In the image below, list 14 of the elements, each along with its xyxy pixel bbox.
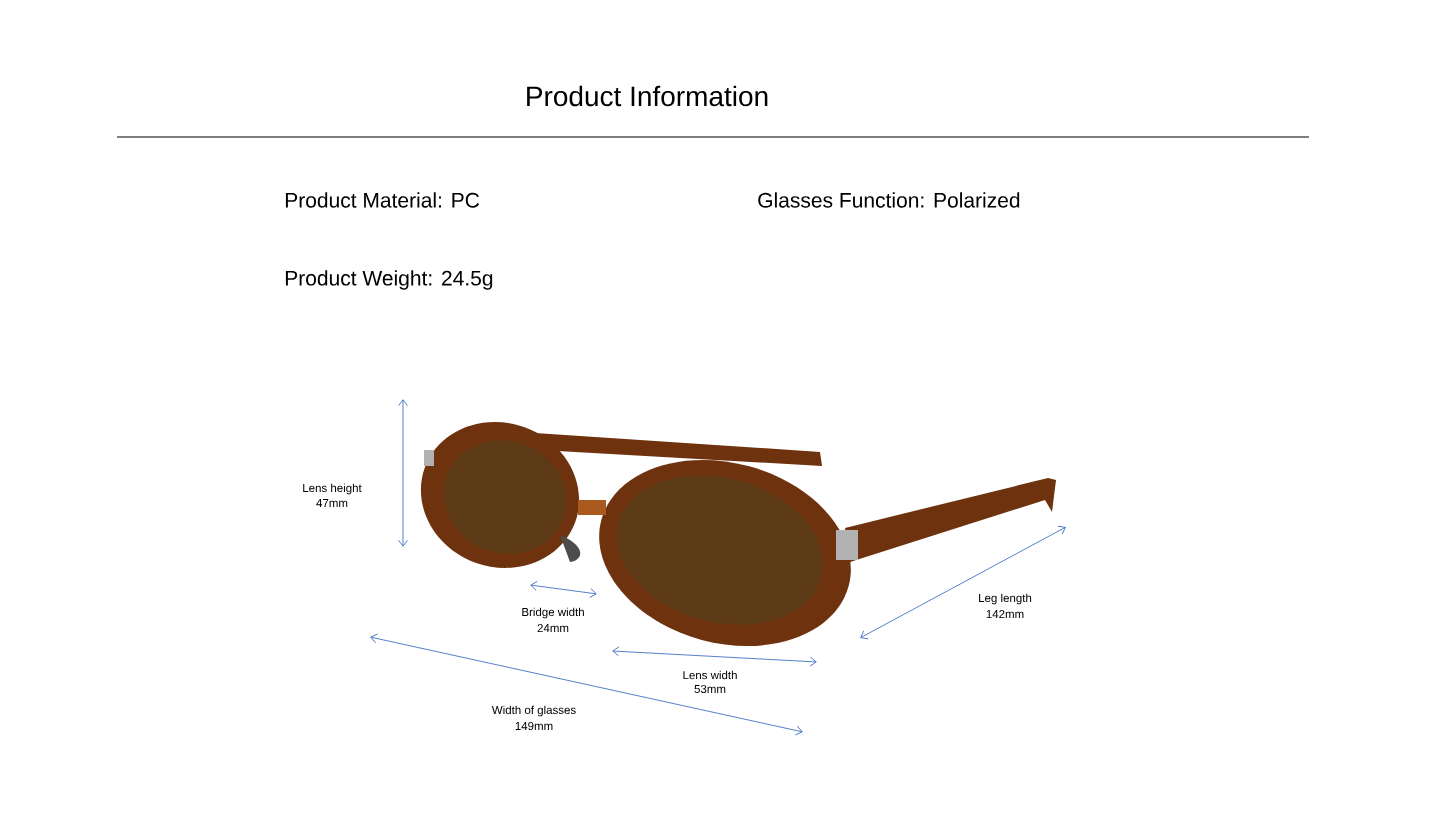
dimension-label: Lens width (683, 670, 737, 680)
dimension-label: Width of glasses (491, 705, 576, 717)
dimension-label: 142mm (986, 609, 1024, 618)
dimension-label: 24mm (537, 623, 569, 632)
dimension-label: 47mm (316, 499, 348, 507)
title: Product Information (527, 85, 768, 107)
dimension-label: Leg length (979, 593, 1032, 605)
spec-text: Glasses Function: Polarized (758, 192, 1020, 208)
spec-text: Product Weight: 24.5g (285, 270, 493, 290)
spec-text: Product Material: PC (285, 192, 480, 208)
dimension-label: Lens height (303, 483, 362, 495)
dimension-label: 149mm (515, 721, 553, 731)
dimension-label: Bridge width (522, 607, 584, 619)
dimension-label: 53mm (694, 684, 726, 694)
